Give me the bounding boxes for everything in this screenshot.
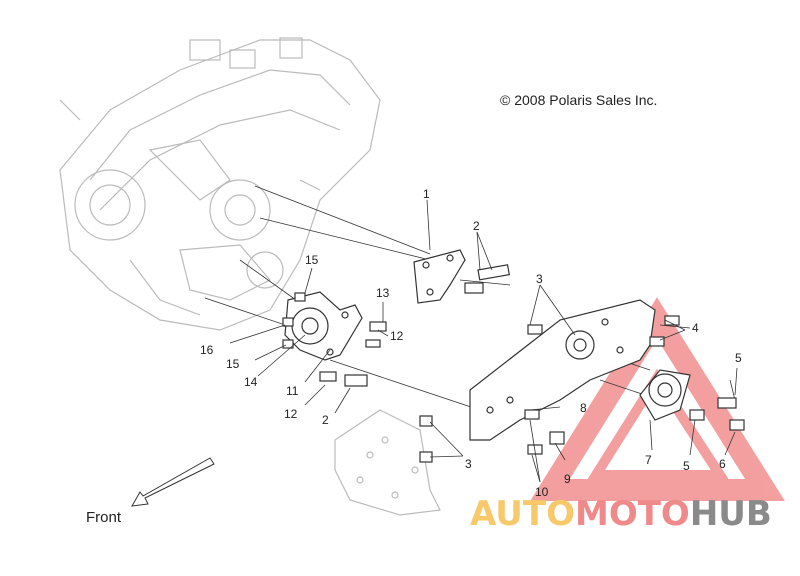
part-7-mount bbox=[639, 369, 691, 421]
part-8-plate bbox=[469, 299, 656, 441]
front-label: Front bbox=[86, 509, 122, 526]
fasteners-left bbox=[282, 292, 387, 387]
callout-14: 14 bbox=[244, 375, 258, 389]
front-arrow-icon bbox=[131, 457, 215, 507]
callout-15-bottom: 15 bbox=[226, 357, 240, 371]
callout-leaders bbox=[229, 199, 738, 483]
callout-9: 9 bbox=[564, 472, 571, 486]
callout-12-right: 12 bbox=[390, 329, 404, 343]
callout-15-top: 15 bbox=[305, 253, 319, 267]
callout-4: 4 bbox=[692, 321, 699, 335]
copyright-notice: © 2008 Polaris Sales Inc. bbox=[500, 92, 658, 108]
watermark-part-3: HUB bbox=[689, 494, 772, 534]
watermark-text: AUTOMOTOHUB bbox=[470, 494, 772, 534]
part-11-mount-plate bbox=[284, 291, 363, 361]
engine-illustration bbox=[59, 37, 381, 331]
callout-3-top: 3 bbox=[536, 272, 543, 286]
callout-11: 11 bbox=[286, 384, 299, 398]
watermark-logo bbox=[530, 297, 785, 501]
callout-13: 13 bbox=[376, 286, 390, 300]
callout-3-bottom: 3 bbox=[465, 457, 472, 471]
callout-2-top: 2 bbox=[473, 219, 480, 233]
callout-12-bottom: 12 bbox=[284, 407, 298, 421]
part-2-bolts bbox=[464, 264, 510, 294]
callout-5-top: 5 bbox=[735, 351, 742, 365]
callout-5-bottom: 5 bbox=[683, 459, 690, 473]
part-1-bracket bbox=[413, 249, 466, 304]
callout-6: 6 bbox=[719, 457, 726, 471]
frame-bracket-ghost bbox=[334, 409, 441, 516]
callout-7: 7 bbox=[645, 453, 652, 467]
callout-8: 8 bbox=[580, 401, 587, 415]
callout-16: 16 bbox=[200, 343, 214, 357]
callout-10: 10 bbox=[535, 485, 549, 499]
callout-1: 1 bbox=[423, 187, 430, 201]
watermark-part-1: AUTO bbox=[470, 494, 575, 534]
callout-2-bottom: 2 bbox=[322, 413, 329, 427]
watermark-part-2: MOTO bbox=[574, 494, 690, 534]
